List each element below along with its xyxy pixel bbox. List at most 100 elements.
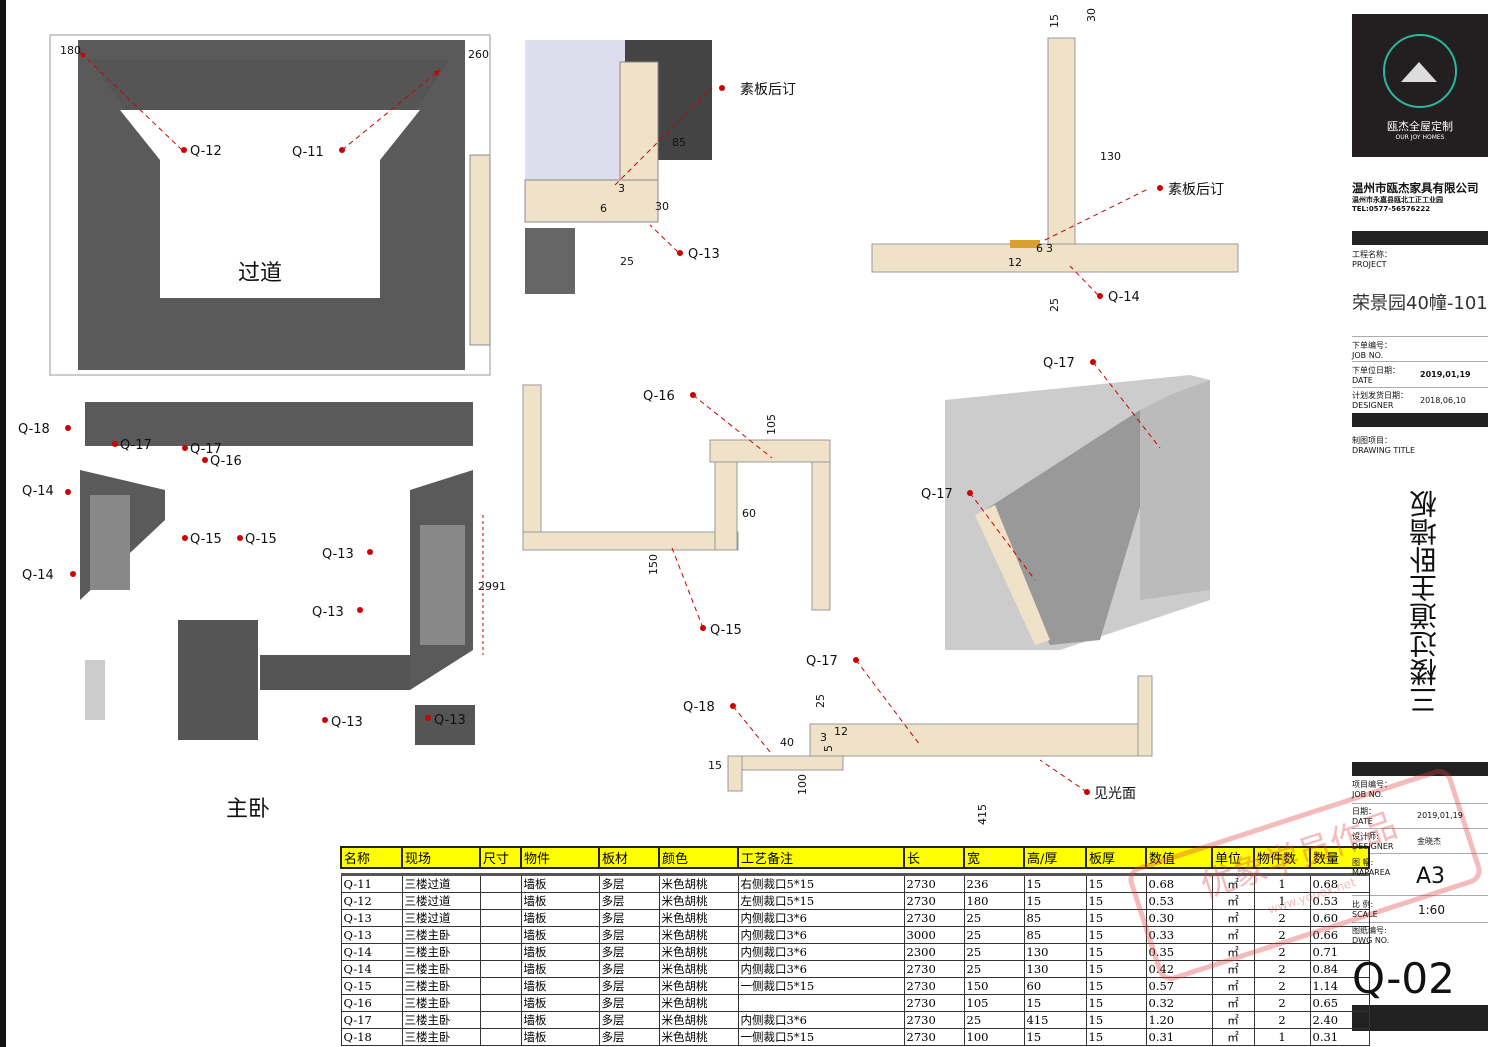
table-cell: 0.53 (1145, 892, 1213, 910)
dimension-label: 105 (765, 414, 778, 435)
label-cn: 项目编号： (1352, 780, 1392, 789)
label-en: PROJECT (1352, 260, 1387, 269)
table-cell (479, 1011, 522, 1029)
table-cell: 2.40 (1309, 1011, 1370, 1029)
date-label: 日期：DATE (1352, 807, 1488, 827)
dimension-label: 2991 (478, 580, 506, 593)
table-cell: 1 (1253, 874, 1311, 893)
callout-label: Q-18 (683, 700, 715, 715)
detail-q14: 15 30 130 素板后订 12 6 3 25 Q-14 (871, 8, 1239, 312)
table-cell: 15 (1023, 1028, 1087, 1046)
column-header: 物件 (520, 846, 600, 869)
table-cell: 0.66 (1309, 926, 1370, 944)
table-cell: ㎡ (1211, 874, 1255, 893)
table-cell (479, 926, 522, 944)
table-cell: 15 (1023, 892, 1087, 910)
table-cell: Q-11 (340, 874, 403, 893)
label-en: DESIGNER (1352, 401, 1394, 410)
table-cell: 15 (1023, 874, 1087, 893)
table-cell: 米色胡桃 (658, 892, 739, 910)
table-cell (479, 1028, 522, 1046)
note-label: 素板后订 (1168, 182, 1224, 198)
divider (1352, 922, 1488, 923)
dimension-label: 30 (655, 200, 669, 213)
divider-bar (1352, 231, 1488, 245)
note-label: 素板后订 (740, 82, 796, 98)
label-en: DESIGNER (1352, 842, 1394, 851)
table-cell: 一侧裁口5*15 (737, 977, 905, 995)
table-cell: 15 (1085, 926, 1147, 944)
table-cell: Q-13 (340, 926, 403, 944)
table-cell: 15 (1085, 960, 1147, 978)
table-cell: 0.35 (1145, 943, 1213, 961)
dimension-label: 15 (1048, 14, 1061, 28)
table-cell: ㎡ (1211, 994, 1255, 1012)
table-cell: 内侧裁口3*6 (737, 926, 905, 944)
table-cell: 0.57 (1145, 977, 1213, 995)
table-cell: ㎡ (1211, 977, 1255, 995)
scale: 1:60 (1418, 903, 1445, 917)
column-header: 长 (903, 846, 965, 869)
callout-label: Q-15 (245, 532, 277, 547)
divider (1352, 828, 1488, 829)
order-date-label: 下单位日期：DATE (1352, 366, 1488, 386)
divider (1352, 803, 1488, 804)
table-cell: 2300 (903, 943, 965, 961)
table-cell: 1 (1253, 1028, 1311, 1046)
company-tel: TEL:0577-56576222 (1352, 205, 1431, 213)
table-cell: 左侧裁口5*15 (737, 892, 905, 910)
note-label: 见光面 (1094, 786, 1136, 802)
table-cell: 三楼主卧 (401, 943, 481, 961)
callout-label: Q-15 (190, 532, 222, 547)
mountain-logo-icon (1383, 34, 1457, 108)
divider (1352, 895, 1488, 896)
job-label: 下单编号：JOB NO. (1352, 341, 1488, 361)
table-cell: Q-17 (340, 1011, 403, 1029)
table-cell: 米色胡桃 (658, 909, 739, 927)
table-cell (479, 994, 522, 1012)
table-cell: 三楼主卧 (401, 1028, 481, 1046)
dimension-label: 3 (820, 731, 827, 744)
dimension-label: 12 (834, 725, 848, 738)
table-cell: 墙板 (520, 994, 600, 1012)
table-cell: 米色胡桃 (658, 874, 739, 893)
table-cell: 2730 (903, 874, 965, 893)
table-cell: 墙板 (520, 943, 600, 961)
column-header: 物件数 (1253, 846, 1311, 869)
table-cell: Q-13 (340, 909, 403, 927)
table-cell: 0.42 (1145, 960, 1213, 978)
table-cell: 0.31 (1309, 1028, 1370, 1046)
table-cell: 多层 (598, 1011, 660, 1029)
table-cell: 一侧裁口5*15 (737, 1028, 905, 1046)
table-cell: 三楼主卧 (401, 926, 481, 944)
table-cell: 米色胡桃 (658, 1028, 739, 1046)
table-cell: 15 (1085, 994, 1147, 1012)
table-cell: 米色胡桃 (658, 926, 739, 944)
dimension-label: 150 (647, 554, 660, 575)
table-cell: 1.20 (1145, 1011, 1213, 1029)
label-en: JOB NO. (1352, 790, 1384, 799)
table-cell: 150 (963, 977, 1025, 995)
designer-label: 设计师:DESIGNER (1352, 832, 1488, 852)
table-cell: 25 (963, 909, 1025, 927)
table-cell: 多层 (598, 874, 660, 893)
table-cell: 2730 (903, 1028, 965, 1046)
table-cell: 三楼过道 (401, 909, 481, 927)
table-cell: 米色胡桃 (658, 960, 739, 978)
table-cell: Q-16 (340, 994, 403, 1012)
job2-label: 项目编号：JOB NO. (1352, 780, 1488, 800)
divider (1352, 336, 1488, 337)
designer: 金晓杰 (1417, 837, 1441, 846)
label-en: SCALE (1352, 910, 1378, 919)
date: 2019,01,19 (1417, 811, 1463, 820)
dwg-number: Q-02 (1352, 954, 1455, 1003)
table-cell: 墙板 (520, 1011, 600, 1029)
order-date: 2019,01,19 (1420, 370, 1471, 379)
table-cell: 墙板 (520, 977, 600, 995)
callout-label: Q-11 (292, 145, 324, 160)
label-en: MAPAREA (1352, 868, 1391, 877)
callout-label: Q-13 (434, 713, 466, 728)
